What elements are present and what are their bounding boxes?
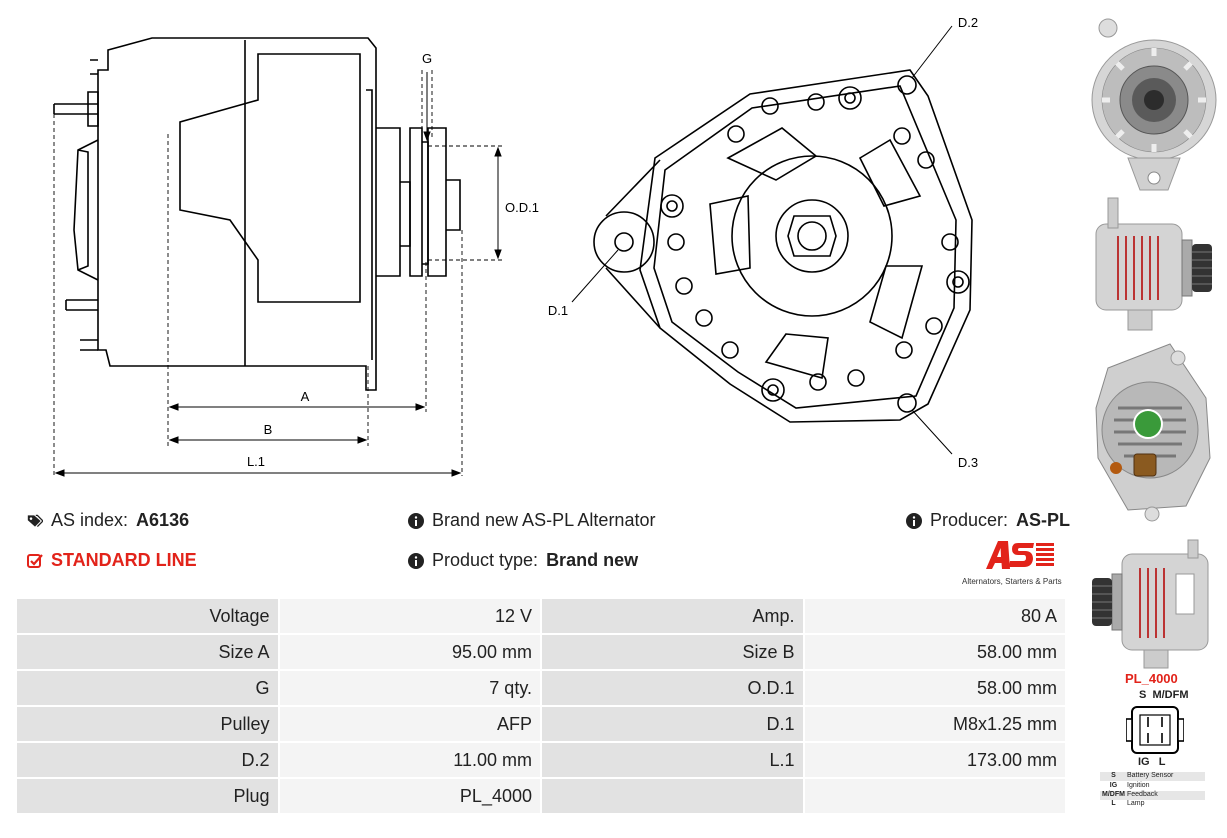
spec-value: 58.00 mm [804, 635, 1065, 669]
spec-key: Size B [542, 635, 803, 669]
spec-value: 80 A [804, 599, 1065, 633]
label-od1: O.D.1 [505, 200, 539, 215]
producer-value: AS-PL [1016, 510, 1071, 530]
standard-line-label: STANDARD LINE [51, 550, 197, 570]
spec-value: 58.00 mm [804, 671, 1065, 705]
as-index-value: A6136 [136, 510, 190, 530]
spec-key [542, 779, 803, 813]
info-icon [906, 512, 922, 529]
label-b: B [264, 422, 273, 437]
label-d3: D.3 [958, 455, 978, 470]
spec-key: Pulley [17, 707, 278, 741]
spec-key: D.2 [17, 743, 278, 777]
label-a: A [301, 389, 310, 404]
spec-value: 95.00 mm [279, 635, 540, 669]
photo-side [1095, 197, 1212, 331]
photo-side-2 [1092, 539, 1209, 669]
photo-rear [1095, 343, 1211, 522]
description-text: Brand new AS-PL Alternator [432, 510, 656, 530]
producer-label: Producer: [930, 510, 1009, 530]
product-type-value: Brand new [546, 550, 639, 570]
spec-value: 173.00 mm [804, 743, 1065, 777]
info-icon [408, 552, 424, 569]
spec-value: M8x1.25 mm [804, 707, 1065, 741]
info-icon [408, 512, 424, 529]
spec-key: D.1 [542, 707, 803, 741]
label-l1: L.1 [247, 454, 265, 469]
producer: Producer: AS-PL [906, 510, 1070, 531]
as-index-label: AS index: [51, 510, 129, 530]
standard-line-badge: STANDARD LINE [27, 550, 197, 571]
spec-key: Size A [17, 635, 278, 669]
spec-key: Voltage [17, 599, 278, 633]
spec-key: Plug [17, 779, 278, 813]
side-view-drawing: G O.D.1 A B L.1 [53, 37, 539, 477]
spec-key: L.1 [542, 743, 803, 777]
as-index: AS index: A6136 [27, 510, 189, 531]
logo-tagline: Alternators, Starters & Parts [962, 577, 1062, 586]
photo-front [1091, 18, 1217, 191]
description: Brand new AS-PL Alternator [408, 510, 655, 531]
product-type: Product type: Brand new [408, 550, 638, 571]
as-pl-logo: Alternators, Starters & Parts [962, 539, 1068, 586]
label-d1: D.1 [548, 303, 568, 318]
plug-bottom-pins: IG L [1138, 756, 1166, 768]
spec-value: 11.00 mm [279, 743, 540, 777]
spec-key: O.D.1 [542, 671, 803, 705]
tags-icon [27, 514, 43, 527]
spec-key: G [17, 671, 278, 705]
spec-key: Amp. [542, 599, 803, 633]
spec-value: PL_4000 [279, 779, 540, 813]
spec-value: 12 V [279, 599, 540, 633]
label-g: G [422, 51, 432, 66]
plug-top-pins: S M/DFM [1139, 689, 1189, 701]
spec-value: AFP [279, 707, 540, 741]
checkbox-icon [27, 553, 43, 568]
label-d2: D.2 [958, 15, 978, 30]
product-type-label: Product type: [432, 550, 539, 570]
as-logo-icon [986, 541, 1054, 569]
spec-value [804, 779, 1065, 813]
front-view-drawing: D.2 D.3 D.1 [548, 15, 978, 470]
spec-value: 7 qty. [279, 671, 540, 705]
plug-name: PL_4000 [1125, 671, 1178, 686]
plug-connector-icon [1126, 706, 1184, 754]
